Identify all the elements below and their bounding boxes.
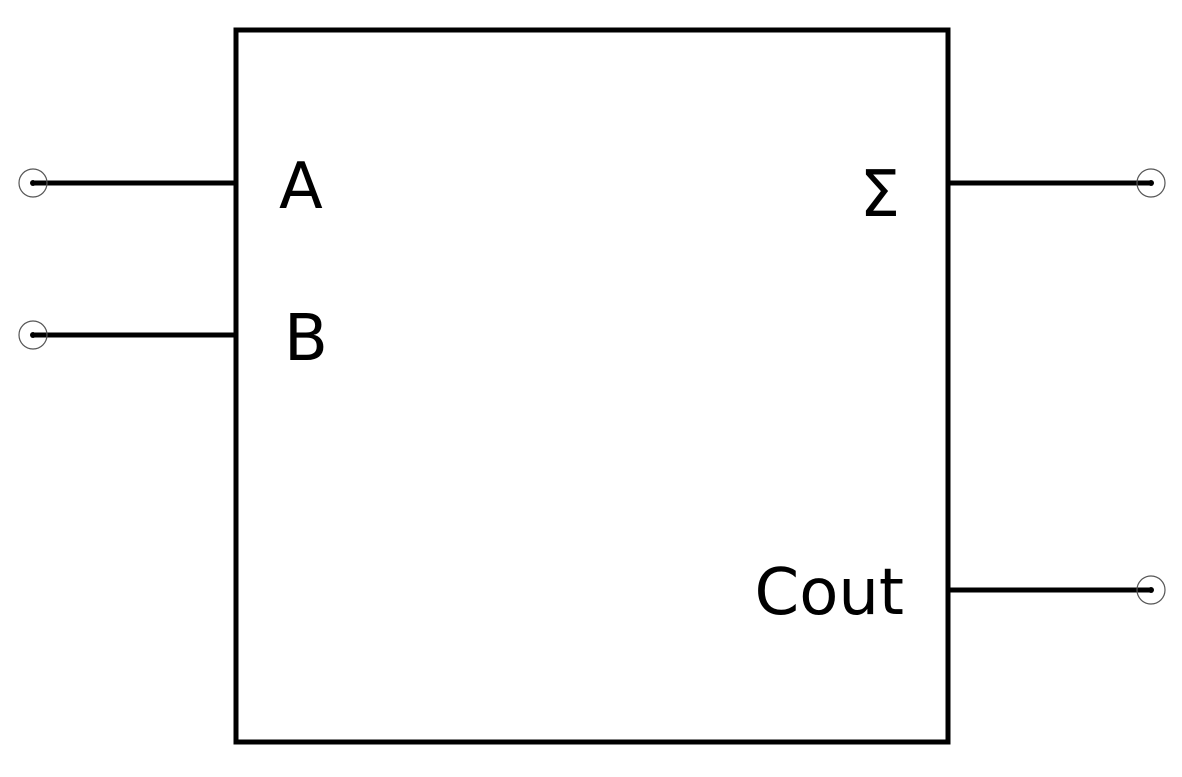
output-pin-cout: Cout <box>755 556 1166 630</box>
input-terminal-b-dot <box>30 332 36 338</box>
output-terminal-cout[interactable] <box>1136 575 1166 605</box>
input-pin-b: B <box>18 302 328 376</box>
output-label-sum: Σ <box>860 158 900 232</box>
input-terminal-b[interactable] <box>18 320 48 350</box>
input-terminal-a[interactable] <box>18 168 48 198</box>
input-terminal-a-dot <box>30 180 36 186</box>
output-terminal-sum[interactable] <box>1136 168 1166 198</box>
component-body <box>233 27 951 745</box>
output-terminal-sum-dot <box>1148 180 1154 186</box>
output-label-cout: Cout <box>755 556 905 630</box>
input-pin-a: A <box>18 150 323 224</box>
output-terminal-cout-dot <box>1148 587 1154 593</box>
output-pin-sum: Σ <box>860 158 1166 232</box>
input-label-b: B <box>284 302 328 376</box>
input-label-a: A <box>279 150 323 224</box>
